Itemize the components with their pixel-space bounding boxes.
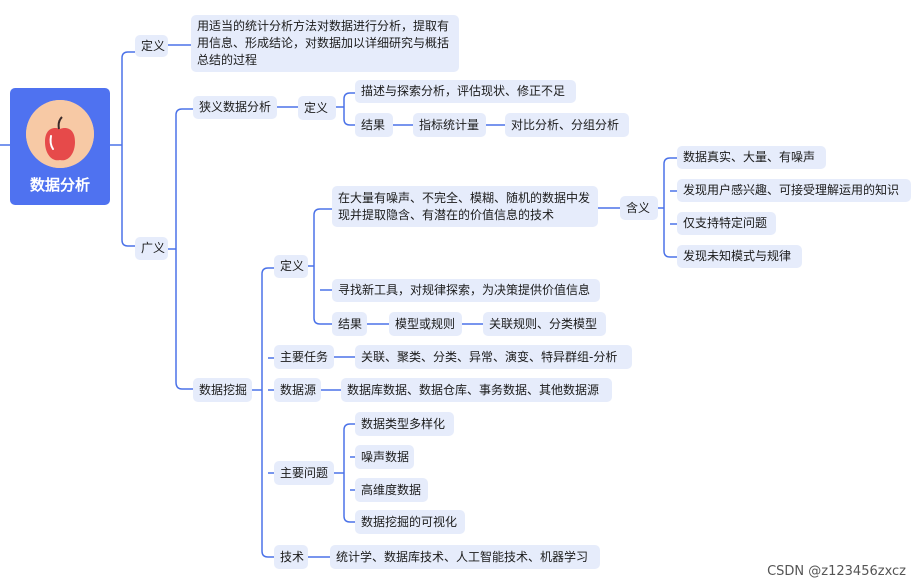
main-tasks-text-node[interactable]: 关联、聚类、分类、异常、演变、特异群组-分析 <box>355 345 632 369</box>
technology-node[interactable]: 技术 <box>274 545 308 569</box>
apple-icon <box>26 100 94 168</box>
technology-text-node[interactable]: 统计学、数据库技术、人工智能技术、机器学习 <box>330 545 600 569</box>
meaning-item-4[interactable]: 发现未知模式与规律 <box>677 245 802 268</box>
broad-node[interactable]: 广义 <box>135 237 168 260</box>
issue-item-2[interactable]: 噪声数据 <box>355 445 414 469</box>
data-source-text-node[interactable]: 数据库数据、数据仓库、事务数据、其他数据源 <box>341 378 612 402</box>
main-tasks-node[interactable]: 主要任务 <box>274 345 334 369</box>
mining-definition-text-node[interactable]: 在大量有噪声、不完全、模糊、随机的数据中发现并提取隐含、有潜在的价值信息的技术 <box>332 186 598 227</box>
meaning-item-3[interactable]: 仅支持特定问题 <box>677 212 776 235</box>
narrow-definition-node[interactable]: 定义 <box>298 96 336 120</box>
definition-text-node[interactable]: 用适当的统计分析方法对数据进行分析，提取有用信息、形成结论，对数据加以详细研究与… <box>191 15 459 72</box>
definition-node[interactable]: 定义 <box>135 35 168 57</box>
data-source-node[interactable]: 数据源 <box>274 378 321 402</box>
issue-item-1[interactable]: 数据类型多样化 <box>355 412 454 436</box>
issue-item-4[interactable]: 数据挖掘的可视化 <box>355 510 465 534</box>
issue-item-3[interactable]: 高维度数据 <box>355 478 428 502</box>
meaning-item-1[interactable]: 数据真实、大量、有噪声 <box>677 146 826 169</box>
root-title: 数据分析 <box>29 176 90 194</box>
data-mining-node[interactable]: 数据挖掘 <box>193 378 252 402</box>
mining-definition-node[interactable]: 定义 <box>274 255 308 278</box>
meaning-node[interactable]: 含义 <box>620 196 658 220</box>
narrow-methods-node[interactable]: 对比分析、分组分析 <box>505 113 629 137</box>
narrow-definition-text-node[interactable]: 描述与探索分析，评估现状、修正不足 <box>355 80 576 103</box>
meaning-item-2[interactable]: 发现用户感兴趣、可接受理解运用的知识 <box>677 179 911 202</box>
main-issues-node[interactable]: 主要问题 <box>274 461 334 485</box>
mining-purpose-node[interactable]: 寻找新工具，对规律探索，为决策提供价值信息 <box>332 279 600 302</box>
narrow-analysis-node[interactable]: 狭义数据分析 <box>193 96 277 119</box>
narrow-result-node[interactable]: 结果 <box>355 113 393 137</box>
indicator-node[interactable]: 指标统计量 <box>413 113 486 137</box>
model-examples-node[interactable]: 关联规则、分类模型 <box>483 312 606 336</box>
root-node[interactable]: 数据分析 <box>10 88 110 205</box>
mining-result-node[interactable]: 结果 <box>332 312 367 336</box>
watermark: CSDN @z123456zxcz <box>767 564 906 579</box>
model-node[interactable]: 模型或规则 <box>389 312 462 336</box>
